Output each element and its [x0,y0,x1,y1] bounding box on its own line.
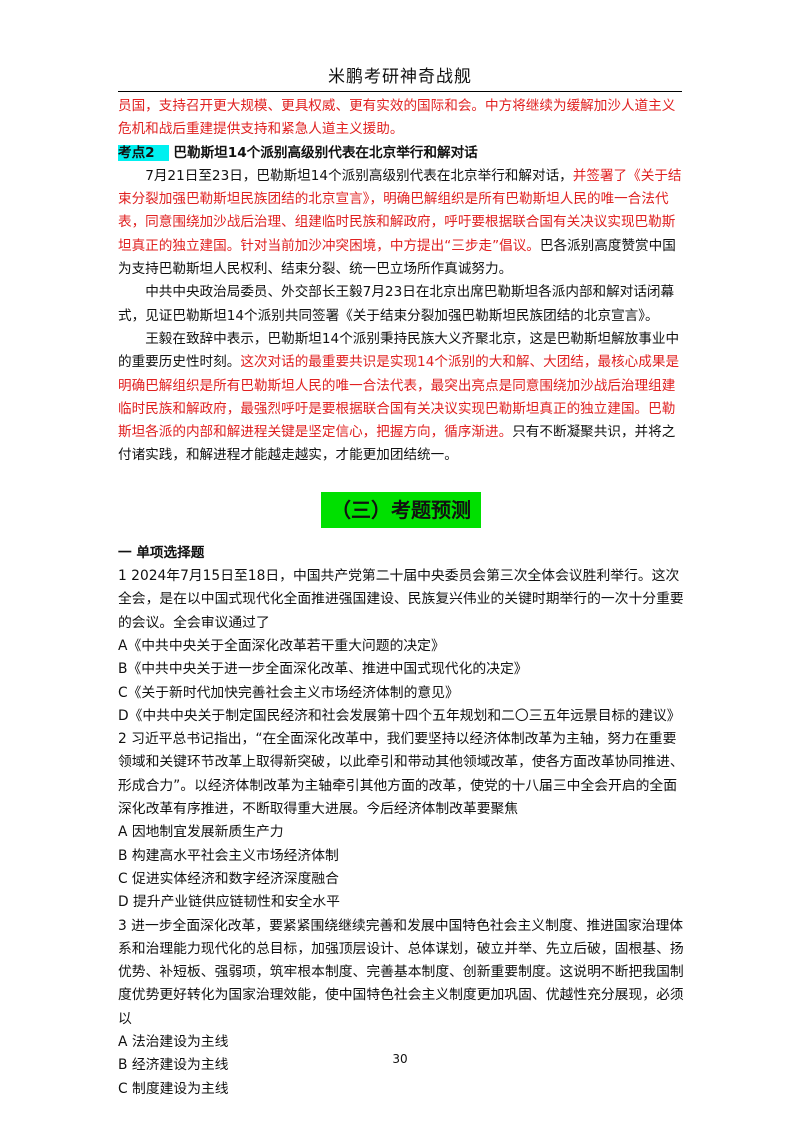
p1-text-b: 并签署了《关于结束分裂加强巴勒斯坦民族团结的北京宣言》，明确巴解组织是所有巴勒斯… [118,167,682,254]
p1-text-c: 巴各派别高度赞赏中国为支持巴勒斯坦人民权利、结束分裂、统一巴立场所作真诚努力。 [118,237,676,278]
question-3-stem: 3 进一步全面深化改革，要紧紧围绕继续完善和发展中国特色社会主义制度、推进国家治… [118,917,684,1027]
p3-text-c: 只有不断凝聚共识，并将之付诸实践，和解进程才能越走越实，才能更加团结统一。 [118,424,676,464]
question-1-option-d: D《中共中央关于制定国民经济和社会发展第十四个五年规划和二〇三五年远景目标的建议… [118,707,681,724]
kaodian-tag: 考点2 [118,144,169,161]
question-1-option-c: C《关于新时代加快完善社会主义市场经济体制的意见》 [118,684,459,701]
section-title: （三）考题预测 [321,491,481,528]
question-2-option-d: D 提升产业链供应链韧性和安全水平 [118,894,340,911]
question-3-option-c: C 制度建设为主线 [118,1080,229,1097]
kaodian-paragraph-3: 王毅在致辞中表示，巴勒斯坦14个派别秉持民族大义齐聚北京，这是巴勒斯坦解放事业中… [118,328,684,468]
question-2-option-b: B 构建高水平社会主义市场经济体制 [118,847,339,864]
question-2-option-a: A 因地制宜发展新质生产力 [118,824,284,841]
question-1-option-a: A《中共中央关于全面深化改革若干重大问题的决定》 [118,637,445,654]
question-1-stem: 1 2024年7月15日至18日，中国共产党第二十届中央委员会第三次全体会议胜利… [118,568,684,631]
page-header: 米鹏考研神奇战舰 [328,67,472,87]
question-2-option-c: C 促进实体经济和数字经济深度融合 [118,870,339,887]
p1-text-a: 7月21日至23日，巴勒斯坦14个派别高级别代表在北京举行和解对话， [145,167,573,184]
question-1-option-b: B《中共中央关于进一步全面深化改革、推进中国式现代化的决定》 [118,661,528,678]
question-3-option-a: A 法治建设为主线 [118,1033,229,1050]
header-divider [118,91,682,92]
questions-heading: 一 单项选择题 [118,544,205,561]
p3-text-b: 这次对话的最重要共识是实现14个派别的大和解、大团结，最核心成果是明确巴解组织是… [118,354,680,441]
question-3-option-b: B 经济建设为主线 [118,1057,229,1074]
question-2-stem: 2 习近平总书记指出，“在全面深化改革中，我们要坚持以经济体制改革为主轴，努力在… [118,731,684,818]
page-number: 30 [392,1052,408,1066]
kaodian-paragraph-2: 中共中央政治局委员、外交部长王毅7月23日在北京出席巴勒斯坦各派内部和解对话闭幕… [118,284,675,324]
section-title-wrap: （三）考题预测 [118,491,684,528]
p3-text-a: 王毅在致辞中表示，巴勒斯坦14个派别秉持民族大义齐聚北京，这是巴勒斯坦解放事业中… [118,330,680,371]
kaodian-heading: 考点2 巴勒斯坦14个派别高级别代表在北京举行和解对话 [118,142,684,165]
page-content: 员国，支持召开更大规模、更具权威、更有实效的国际和会。中方将继续为缓解加沙人道主… [118,95,684,1101]
intro-paragraph: 员国，支持召开更大规模、更具权威、更有实效的国际和会。中方将继续为缓解加沙人道主… [118,98,676,138]
kaodian-title: 巴勒斯坦14个派别高级别代表在北京举行和解对话 [173,144,478,161]
kaodian-paragraph-1: 7月21日至23日，巴勒斯坦14个派别高级别代表在北京举行和解对话，并签署了《关… [118,165,684,281]
